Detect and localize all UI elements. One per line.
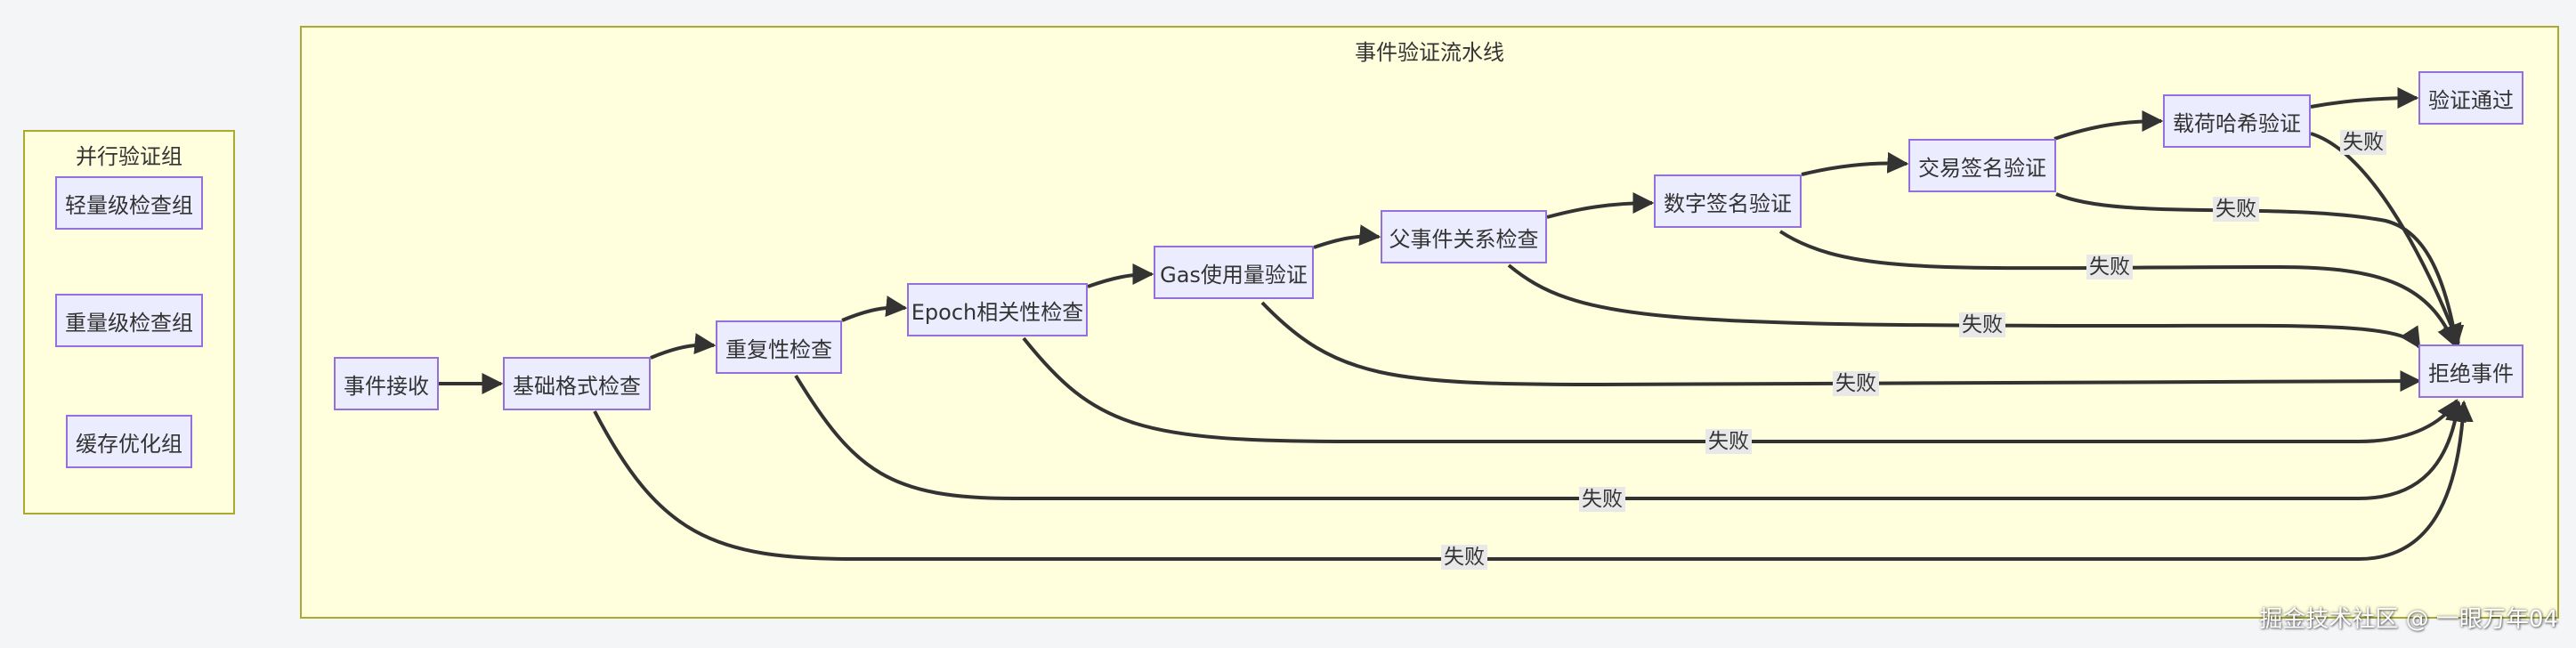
node-parent-check[interactable]: 父事件关系检查 xyxy=(1381,210,1547,263)
node-duplicate-check[interactable]: 重复性检查 xyxy=(716,320,842,374)
edge-duplicate-fail xyxy=(794,374,2467,500)
pipeline-title: 事件验证流水线 xyxy=(1355,40,1504,65)
node-event-receive[interactable]: 事件接收 xyxy=(334,357,439,410)
edge-label-fail-duplicate: 失败 xyxy=(1579,487,1625,512)
node-reject-event[interactable]: 拒绝事件 xyxy=(2418,344,2523,398)
edge-label-fail-txsig: 失败 xyxy=(2213,197,2259,222)
node-gas-verification[interactable]: Gas使用量验证 xyxy=(1154,246,1314,299)
edge-basic-to-duplicate xyxy=(650,333,717,360)
node-epoch-check[interactable]: Epoch相关性检查 xyxy=(907,283,1088,336)
node-transaction-signature[interactable]: 交易签名验证 xyxy=(1908,139,2056,192)
edge-epoch-fail xyxy=(1022,336,2459,443)
edge-digitalsig-to-txsig xyxy=(1801,151,1909,176)
node-heavy-check-group[interactable]: 重量级检查组 xyxy=(55,294,203,347)
edge-payload-to-passed xyxy=(2310,87,2419,109)
edge-parent-to-digitalsig xyxy=(1546,192,1655,219)
node-light-check-group[interactable]: 轻量级检查组 xyxy=(55,176,203,230)
edge-payload-fail xyxy=(2310,132,2462,346)
edge-duplicate-to-epoch xyxy=(841,296,908,322)
edge-txsig-to-payload xyxy=(2054,110,2164,141)
edge-label-fail-gas: 失败 xyxy=(1833,371,1879,396)
edge-label-fail-basic: 失败 xyxy=(1441,545,1487,570)
edge-txsig-fail xyxy=(2055,192,2465,348)
edge-digitalsig-fail xyxy=(1778,230,2458,348)
edge-gas-to-parent xyxy=(1313,224,1381,249)
parallel-group-title: 并行验证组 xyxy=(76,144,182,169)
node-payload-hash[interactable]: 载荷哈希验证 xyxy=(2163,94,2311,148)
node-verification-passed[interactable]: 验证通过 xyxy=(2418,71,2523,125)
edge-label-fail-parent: 失败 xyxy=(1959,312,2005,337)
edge-basic-fail xyxy=(593,400,2474,561)
node-cache-optimization-group[interactable]: 缓存优化组 xyxy=(66,415,192,468)
edge-label-fail-epoch: 失败 xyxy=(1705,429,1752,454)
node-basic-format-check[interactable]: 基础格式检查 xyxy=(503,357,651,410)
node-digital-signature[interactable]: 数字签名验证 xyxy=(1654,174,1802,228)
edge-gas-fail xyxy=(1260,301,2422,393)
edge-epoch-to-gas xyxy=(1087,263,1154,288)
edge-label-fail-digitalsig: 失败 xyxy=(2086,255,2133,279)
edge-label-fail-payload: 失败 xyxy=(2340,130,2386,155)
watermark: 掘金技术社区 @ 一眼万年04 xyxy=(2259,606,2558,633)
